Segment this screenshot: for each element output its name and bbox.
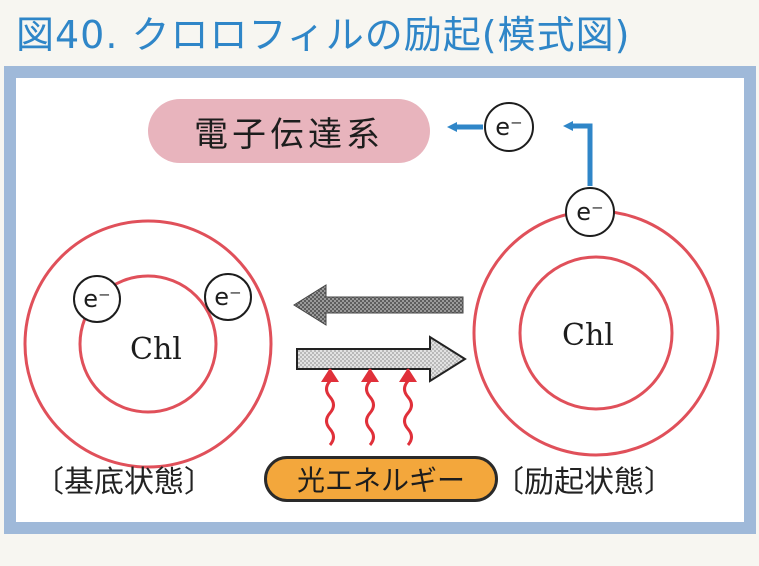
light-wave-2: [365, 369, 375, 446]
light-wave-1: [325, 369, 335, 446]
excited-state-label: 〔励起状態〕: [494, 465, 674, 500]
electron-label: e⁻: [214, 283, 241, 311]
electron-label: e⁻: [495, 113, 522, 141]
ground-state-label: 〔基底状態〕: [34, 465, 214, 500]
ground-inner-orbit: [78, 274, 218, 414]
blue-arrow-up: [563, 121, 593, 186]
light-wave-head-1: [321, 368, 339, 382]
electron-transferred: e⁻: [484, 102, 534, 152]
electron-excited: e⁻: [565, 187, 615, 237]
light-wave-heads: [321, 368, 417, 382]
figure-title: 図40. クロロフィルの励起(模式図): [16, 13, 631, 57]
electron-transport-chain-label: 電子伝達系: [148, 99, 430, 163]
return-arrow: [293, 284, 464, 326]
light-wave-3: [403, 369, 413, 446]
electron-ground-right: e⁻: [204, 273, 252, 321]
electron-label: e⁻: [83, 285, 110, 313]
chlorophyll-ground-label: Chl: [130, 332, 182, 367]
chlorophyll-excited-label: Chl: [562, 318, 614, 353]
light-wave-head-3: [399, 368, 417, 382]
excitation-arrow: [296, 335, 467, 383]
ground-state-molecule: [23, 219, 273, 469]
ground-outer-orbit: [23, 219, 273, 469]
light-waves: [325, 369, 413, 446]
light-wave-head-2: [361, 368, 379, 382]
electron-ground-left: e⁻: [73, 275, 121, 323]
excited-inner-orbit: [518, 255, 674, 411]
light-energy-label: 光エネルギー: [264, 456, 498, 502]
electron-label: e⁻: [576, 198, 603, 226]
